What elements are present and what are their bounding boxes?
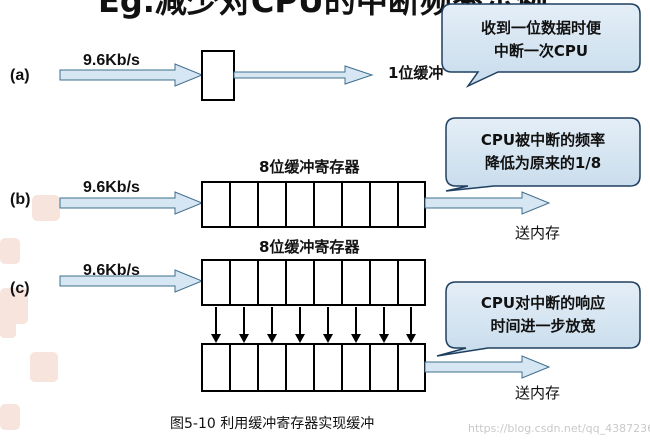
callout-b-line-2: 降低为原来的1/8 [485, 154, 601, 172]
row-b-cell [369, 181, 399, 228]
row-c-lower-cell [313, 343, 343, 392]
row-c-upper-cell [397, 259, 426, 306]
row-a-output-arrow [233, 65, 374, 85]
callout-c-line-2: 时间进一步放宽 [490, 317, 595, 335]
row-a-buffer-cell [201, 50, 235, 101]
row-b-output-label: 送内存 [515, 224, 560, 242]
row-a-rate: 9.6Kb/s [83, 52, 140, 69]
row-c-upper-cell [257, 259, 287, 306]
row-c-lower-register [201, 343, 426, 392]
watermark: https://blog.csdn.net/qq_43872360 [468, 422, 650, 435]
row-c-rate: 9.6Kb/s [83, 262, 140, 279]
row-c-lower-cell [341, 343, 371, 392]
seal-stamps [0, 195, 60, 430]
row-c-lower-cell [397, 343, 426, 392]
row-b-cell [397, 181, 426, 228]
row-c-lower-cell [369, 343, 399, 392]
row-c-upper-cell [369, 259, 399, 306]
callout-a: 收到一位数据时便 中断一次CPU [441, 3, 641, 88]
row-b-input-arrow [59, 191, 204, 215]
figure-caption: 图5-10 利用缓冲寄存器实现缓冲 [170, 415, 374, 432]
row-b-rate: 9.6Kb/s [83, 179, 140, 196]
row-b-cell [341, 181, 371, 228]
row-a-label: (a) [10, 67, 30, 84]
row-b-label: (b) [10, 191, 30, 208]
row-b-cell [285, 181, 315, 228]
callout-c: CPU对中断的响应 时间进一步放宽 [436, 281, 641, 357]
row-b-register-label: 8位缓冲寄存器 [259, 158, 360, 176]
callout-a-line-1: 收到一位数据时便 [481, 19, 602, 37]
slide-title: Eg.减少对CPU的中断频率示例 [98, 0, 548, 20]
row-c-upper-cell [341, 259, 371, 306]
row-c-lower-cell [285, 343, 315, 392]
callout-a-line-2: 中断一次CPU [494, 42, 588, 60]
row-c-output-label: 送内存 [515, 384, 560, 402]
row-c-upper-register [201, 259, 426, 306]
row-b-cell [229, 181, 259, 228]
row-a-buffer-label: 1位缓冲 [388, 64, 443, 82]
callout-b-line-1: CPU被中断的频率 [481, 131, 605, 149]
row-c-lower-cell [229, 343, 259, 392]
row-c-input-arrow [59, 269, 204, 293]
row-c-register-label: 8位缓冲寄存器 [259, 238, 360, 256]
row-c-output-arrow [424, 355, 551, 379]
row-b-cell [201, 181, 231, 228]
parallel-transfer-arrows [211, 307, 416, 343]
callout-c-line-1: CPU对中断的响应 [481, 294, 605, 312]
row-b-cell [313, 181, 343, 228]
row-c-upper-cell [229, 259, 259, 306]
row-c-upper-cell [201, 259, 231, 306]
row-b-output-arrow [424, 191, 551, 215]
row-c-label: (c) [10, 280, 30, 297]
row-c-upper-cell [285, 259, 315, 306]
row-c-upper-cell [313, 259, 343, 306]
row-c-lower-cell [257, 343, 287, 392]
row-a-input-arrow [59, 63, 204, 87]
row-b-register [201, 181, 426, 228]
callout-b: CPU被中断的频率 降低为原来的1/8 [445, 117, 641, 192]
row-b-cell [257, 181, 287, 228]
row-c-lower-cell [201, 343, 231, 392]
